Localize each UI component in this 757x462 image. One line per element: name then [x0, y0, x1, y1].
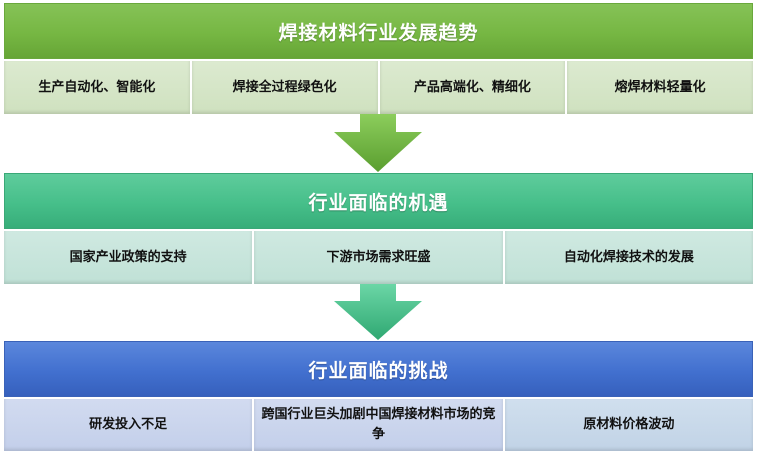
challenges-title: 行业面临的挑战: [4, 341, 753, 397]
challenges-row: 研发投入不足 跨国行业巨头加剧中国焊接材料市场的竞争 原材料价格波动: [4, 399, 753, 451]
trend-item: 产品高端化、精细化: [379, 61, 568, 114]
trend-item: 焊接全过程绿色化: [191, 61, 380, 114]
opportunity-item: 下游市场需求旺盛: [254, 231, 505, 284]
trends-row: 生产自动化、智能化 焊接全过程绿色化 产品高端化、精细化 熔焊材料轻量化: [4, 61, 753, 114]
trends-title: 焊接材料行业发展趋势: [4, 3, 753, 59]
challenge-item: 原材料价格波动: [504, 399, 753, 451]
down-arrow-icon: [334, 284, 422, 340]
trend-item: 熔焊材料轻量化: [567, 61, 753, 114]
opportunity-item: 自动化焊接技术的发展: [504, 231, 753, 284]
challenge-item: 跨国行业巨头加剧中国焊接材料市场的竞争: [254, 399, 505, 451]
challenge-item: 研发投入不足: [4, 399, 255, 451]
opportunities-row: 国家产业政策的支持 下游市场需求旺盛 自动化焊接技术的发展: [4, 231, 753, 284]
down-arrow-icon: [334, 114, 422, 172]
opportunity-item: 国家产业政策的支持: [4, 231, 255, 284]
trend-item: 生产自动化、智能化: [4, 61, 192, 114]
opportunities-title: 行业面临的机遇: [4, 173, 753, 229]
